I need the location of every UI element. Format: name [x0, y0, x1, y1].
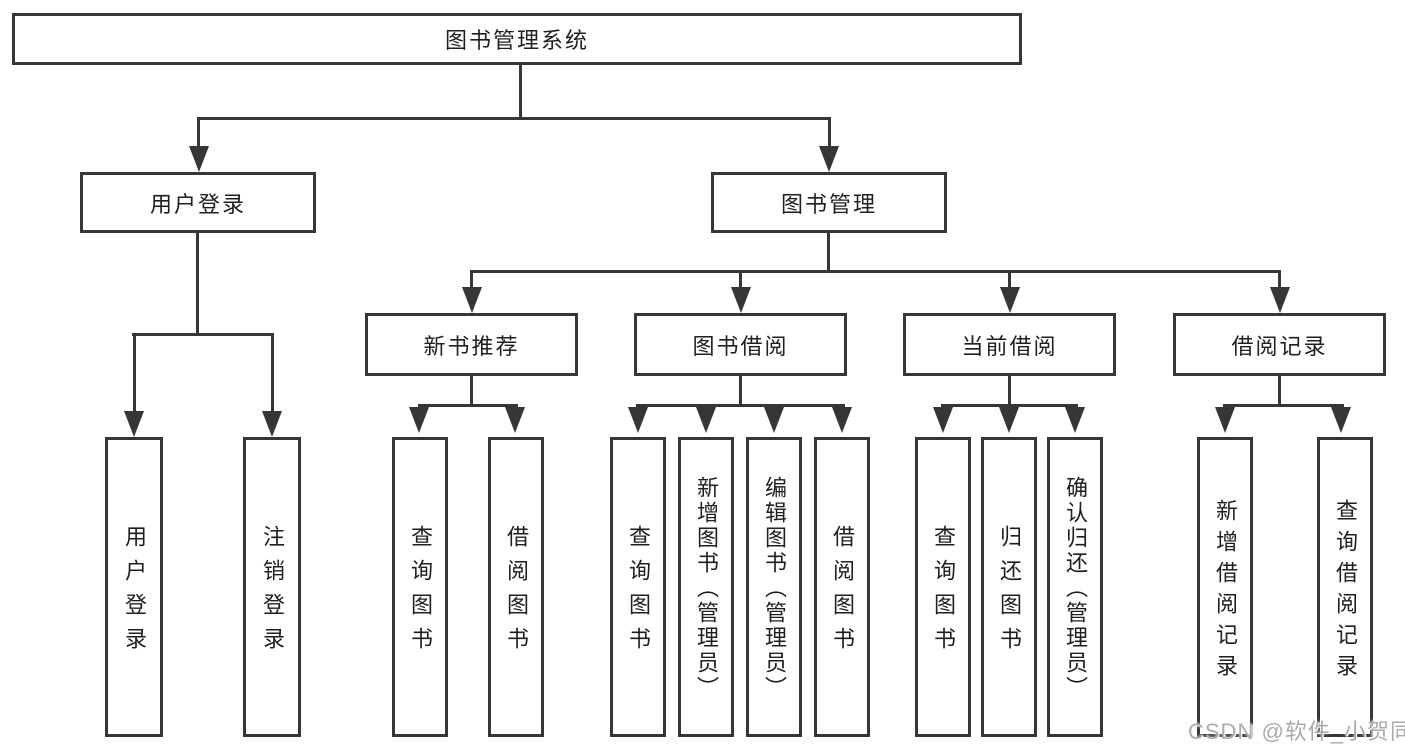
connector-user-login-drop: [197, 117, 200, 148]
connector-current-rail: [941, 404, 1078, 407]
leaf-cur-return-label: 归还图书: [997, 525, 1022, 661]
arrowhead-borrowing-icon: [731, 287, 751, 313]
leaf-bw-edit: 编辑图书（管理员）: [746, 437, 802, 737]
connector-level1-rail: [197, 117, 831, 120]
connector-new-books-stem: [470, 376, 473, 407]
connector-records-rail: [1223, 404, 1344, 407]
leaf-cur-query: 查询图书: [915, 437, 971, 737]
leaf-nb-query-label: 查询图书: [408, 525, 433, 661]
leaf-bw-query-label: 查询图书: [626, 525, 651, 661]
arrowhead-rec-add-icon: [1215, 407, 1235, 433]
arrowhead-user-login-icon: [189, 146, 209, 172]
node-records-label: 借阅记录: [1231, 333, 1328, 359]
leaf-bw-borrow: 借阅图书: [814, 437, 870, 737]
leaf-nb-query: 查询图书: [392, 437, 448, 737]
node-records: 借阅记录: [1173, 313, 1386, 376]
connector-borrowing-drop: [739, 272, 742, 287]
arrowhead-rec-query-icon: [1331, 407, 1351, 433]
connector-logout-drop: [271, 333, 274, 411]
connector-current-drop: [1008, 272, 1011, 287]
node-root-system: 图书管理系统: [12, 13, 1022, 65]
leaf-bw-borrow-label: 借阅图书: [830, 525, 855, 661]
connector-login-drop: [133, 333, 136, 411]
arrowhead-cur-confirm-icon: [1065, 407, 1085, 433]
arrowhead-bw-borrow-icon: [832, 407, 852, 433]
arrowhead-records-icon: [1270, 287, 1290, 313]
arrowhead-nb-borrow-icon: [505, 407, 525, 433]
leaf-nb-borrow: 借阅图书: [488, 437, 544, 737]
leaf-rec-query-label: 查询借阅记录: [1333, 498, 1358, 685]
arrowhead-new-books-icon: [462, 287, 482, 313]
node-user-login: 用户登录: [80, 172, 316, 233]
connector-root-stem: [519, 65, 522, 118]
arrowhead-nb-query-icon: [409, 407, 429, 433]
node-new-books-label: 新书推荐: [423, 333, 520, 359]
arrowhead-bw-add-icon: [696, 407, 716, 433]
arrowhead-logout-icon: [262, 411, 282, 437]
leaf-nb-borrow-label: 借阅图书: [504, 525, 529, 661]
connector-level2-rail: [470, 270, 1281, 273]
connector-login-rail: [132, 333, 274, 336]
connector-records-drop: [1278, 272, 1281, 287]
connector-book-mgmt-drop: [828, 117, 831, 148]
leaf-login: 用户登录: [105, 437, 163, 737]
leaf-rec-add-label: 新增借阅记录: [1213, 498, 1238, 685]
connector-borrowing-stem: [739, 376, 742, 407]
node-new-books: 新书推荐: [365, 313, 578, 376]
leaf-bw-add-label: 新增图书（管理员）: [694, 476, 719, 701]
leaf-logout-label: 注销登录: [260, 525, 285, 661]
node-current-label: 当前借阅: [961, 333, 1058, 359]
leaf-login-label: 用户登录: [122, 525, 147, 661]
node-book-mgmt: 图书管理: [711, 172, 947, 233]
leaf-bw-query: 查询图书: [610, 437, 666, 737]
connector-new-books-drop: [470, 272, 473, 287]
leaf-rec-add: 新增借阅记录: [1197, 437, 1253, 737]
node-book-mgmt-label: 图书管理: [780, 191, 877, 217]
leaf-cur-confirm: 确认归还（管理员）: [1047, 437, 1103, 737]
node-borrowing-label: 图书借阅: [692, 333, 789, 359]
leaf-bw-add: 新增图书（管理员）: [678, 437, 734, 737]
arrowhead-current-icon: [1000, 287, 1020, 313]
leaf-cur-return: 归还图书: [981, 437, 1037, 737]
connector-borrowing-rail: [636, 404, 845, 407]
watermark-text: CSDN @软件_小贺同学: [1188, 719, 1405, 744]
arrowhead-login-icon: [124, 411, 144, 437]
node-borrowing: 图书借阅: [634, 313, 847, 376]
arrowhead-book-mgmt-icon: [819, 146, 839, 172]
leaf-rec-query: 查询借阅记录: [1317, 437, 1373, 737]
node-user-login-label: 用户登录: [149, 191, 246, 217]
connector-current-stem: [1008, 376, 1011, 407]
arrowhead-cur-query-icon: [933, 407, 953, 433]
node-current: 当前借阅: [903, 313, 1116, 376]
connector-new-books-rail: [418, 404, 518, 407]
connector-book-mgmt-stem: [827, 233, 830, 272]
node-root-label: 图书管理系统: [444, 28, 589, 53]
arrowhead-bw-edit-icon: [764, 407, 784, 433]
leaf-cur-query-label: 查询图书: [931, 525, 956, 661]
arrowhead-cur-return-icon: [999, 407, 1019, 433]
connector-records-stem: [1278, 376, 1281, 407]
leaf-logout: 注销登录: [243, 437, 301, 737]
leaf-bw-edit-label: 编辑图书（管理员）: [762, 476, 787, 701]
connector-user-login-stem: [196, 233, 199, 335]
leaf-cur-confirm-label: 确认归还（管理员）: [1063, 476, 1088, 701]
arrowhead-bw-query-icon: [628, 407, 648, 433]
